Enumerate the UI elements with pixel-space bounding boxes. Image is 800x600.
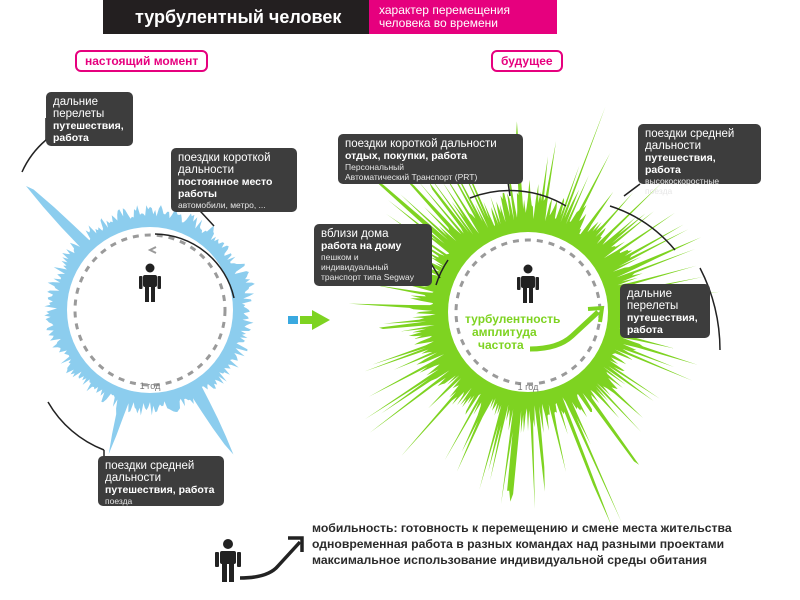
present-year-disc [67,227,233,393]
turbulence-line: частота [478,338,524,352]
future-short-trips-bubble: поездки короткой дальности отдых, покупк… [338,134,523,184]
future-medium-trips-bubble: поездки средней дальности путешествия, р… [638,124,761,196]
bubble-bold: путешествия, [627,312,698,324]
bubble-heading: поездки средней [645,128,735,140]
future-year-label: 1 год [518,382,539,392]
bubble-heading: поездки короткой [178,152,271,164]
bubble-small: автомобили, метро, ... [178,200,266,210]
subtitle-line: человека во времени [379,16,498,30]
statement-line: максимальное использование индивидуально… [312,553,707,567]
bubble-bold: работа на дому [321,240,402,252]
turbulence-line: амплитуда [472,325,537,339]
future-long-flights-bubble: дальние перелеты путешествия, работа [620,284,710,338]
bubble-small: высокоскоростные [645,176,720,186]
person-icon [139,263,161,302]
bubble-bold: путешествия, работа [105,484,215,496]
bubble-bold: путешествия, [53,120,124,132]
bubble-heading: дальности [645,140,701,152]
turbulence-line: турбулентность [465,312,560,326]
turbulence-label: турбулентность амплитуда частота [465,312,560,352]
bubble-bold: работа [627,324,663,336]
present-tag: настоящий момент [75,50,209,72]
present-medium-arc [47,401,105,451]
bubble-bold: путешествия, работа [645,152,716,176]
connector [623,183,641,197]
bubble-heading: поездки короткой дальности [345,138,497,150]
bubble-bold: работы [178,188,218,200]
bubble-heading: перелеты [627,300,679,312]
bubble-bold: отдых, покупки, работа [345,150,468,162]
mobility-statement: мобильность: готовность к перемещению и … [312,520,732,568]
bubble-bold: работа [53,132,89,144]
bubble-heading: дальности [178,164,234,176]
present-long-flights-bubble: дальние перелеты путешествия, работа [46,92,133,146]
future-short-arc [469,189,567,207]
statement-line: одновременная работа в разных командах н… [312,537,725,551]
statement-line: мобильность: готовность к перемещению и … [312,521,732,535]
bubble-heading: дальние [627,288,672,300]
present-year-label: 1 год [140,381,161,391]
present-short-arc [154,233,235,299]
future-mobility-shape: 1 год [334,106,721,527]
person-icon [517,264,539,303]
future-year-disc [448,232,608,392]
mobility-arrow-icon [239,536,304,580]
mobility-person-icon [215,539,241,582]
subtitle-line: характер перемещения [379,3,510,17]
future-home-arc [435,259,449,286]
transition-arrow-icon [288,310,330,330]
connector [507,181,511,197]
future-long-arc [699,267,721,351]
present-long-arc [21,139,47,173]
bubble-small: пешком и [321,252,359,262]
present-short-trips-bubble: поездки короткой дальности постоянное ме… [171,148,297,212]
present-direction-arrow [147,246,157,254]
future-medium-arc [609,205,676,251]
bubble-bold: постоянное место [178,176,273,188]
growth-arrow-icon [529,305,605,352]
page-title: турбулентный человек [103,0,369,34]
bubble-heading: дальние [53,96,98,108]
page-subtitle: характер перемещения человека во времени [369,0,557,34]
present-year-ring [73,233,227,387]
future-tag: будущее [491,50,563,72]
bubble-heading: дальности [105,472,161,484]
bubble-small: Персональный [345,162,404,172]
present-mobility-shape: 1 год [21,118,255,458]
bubble-heading: перелеты [53,108,105,120]
bubble-small: транспорт типа Segway [321,272,414,282]
bubble-small: поезда [645,186,673,196]
future-near-home-bubble: вблизи дома работа на дому пешком и инди… [314,224,432,286]
bubble-heading: вблизи дома [321,228,389,240]
bubble-heading: поездки средней [105,460,195,472]
bubble-small: Автоматический Транспорт (PRT) [345,172,478,182]
bubble-small: индивидуальный [321,262,389,272]
bubble-small: поезда [105,496,133,506]
present-medium-trips-bubble: поездки средней дальности путешествия, р… [98,456,224,506]
header: турбулентный человек характер перемещени… [103,0,557,34]
